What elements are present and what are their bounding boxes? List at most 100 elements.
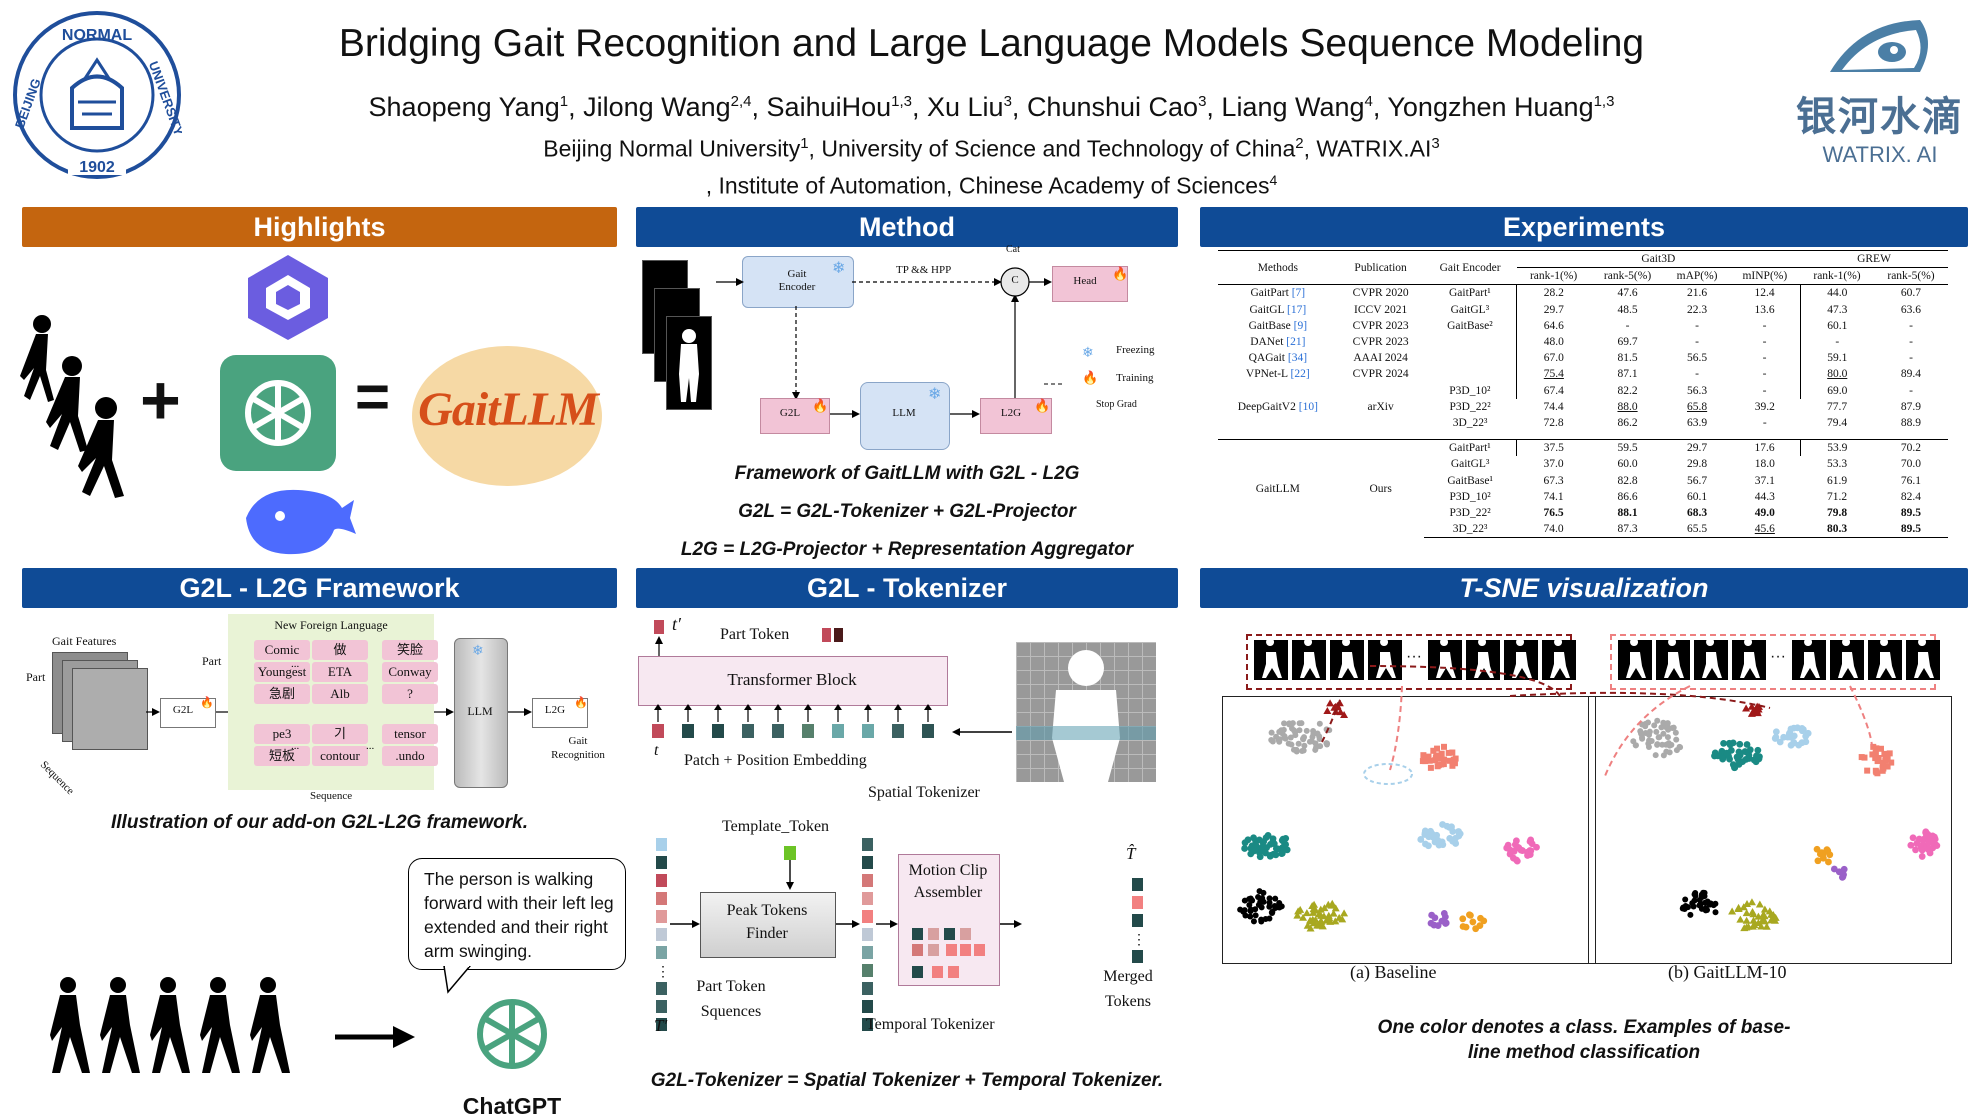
tsne-point [1664,734,1671,741]
part-token [862,928,873,941]
tsne-point [1242,912,1249,919]
table-cell: 63.6 [1900,303,1922,316]
table-cell: 3D_22³ [1423,521,1517,539]
tsne-point [1435,762,1442,769]
tsne-point [1630,738,1637,745]
tsne-point [1512,837,1520,845]
tsne-point [1268,737,1275,744]
token-cell: 笑脸 [382,640,438,660]
tsne-point [1754,746,1762,754]
table-cell: 63.9 [1687,416,1708,429]
equals-sign: = [355,363,391,430]
temporal-arrows [670,860,1022,928]
tsne-point [1877,745,1884,752]
table-cell: 89.5 [1900,506,1922,519]
tsne-point [1748,908,1757,916]
table-cell: 81.5 [1617,352,1638,365]
author-name: Shaopeng Yang [368,92,560,122]
frame-silhouette [1512,638,1532,678]
temporal-tokenizer-label: Temporal Tokenizer [866,1016,995,1033]
tsne-point [1311,906,1320,914]
tsne-point [1655,734,1662,741]
table-cell: GaitBase [9] [1248,319,1308,332]
tsne-point [1440,743,1447,750]
table-cell: - [1695,336,1699,349]
part-token [862,838,873,851]
tsne-point [1425,753,1432,760]
tsne-point [1432,757,1439,764]
table-cell: 60.1 [1827,319,1848,332]
tsne-point [1241,845,1249,852]
table-cell: 82.4 [1900,490,1922,503]
table-cell: CVPR 2023 [1352,319,1409,332]
patch-token [652,724,664,738]
table-cell: AAAI 2024 [1353,352,1408,365]
tsne-point [1417,836,1425,843]
method-caption-1: Framework of GaitLLM with G2L - L2G [734,463,1080,484]
part-mid-label: Part [202,654,222,668]
section-tokenizer: G2L - Tokenizer [636,568,1178,608]
walker-body [200,995,240,1073]
table-cell: 65.5 [1664,521,1730,539]
tsne-point [1830,865,1838,873]
deepseek-whale-icon [246,489,356,555]
table-cell: P3D_10² [1449,490,1491,503]
dashed-link [1321,699,1341,743]
method-caption-2: G2L = G2L-Tokenizer + G2L-Projector [738,501,1076,522]
tsne-point [1802,732,1810,740]
tsne-point [1874,758,1881,765]
table-cell: 89.4 [1900,368,1922,381]
transformer-label: Transformer Block [727,670,857,689]
motion-token [928,928,939,940]
tsne-point [1317,911,1326,919]
table-cell: - [1909,319,1913,332]
peak-finder-label: Peak Tokens Finder [726,902,808,942]
table-cell: 70.2 [1873,439,1948,457]
tsne-point [1313,921,1322,929]
tsne-point [1247,895,1254,902]
tsne-point [1293,911,1302,919]
tsne-point [1434,922,1442,929]
watrix-eye-icon [1830,20,1928,72]
table-cell: - [1909,352,1913,365]
tsne-point [1336,708,1345,716]
col-metric: rank-5(%) [1887,270,1935,283]
token-cell: 短板 [254,746,310,766]
l2g-box [532,698,588,728]
tsne-point [1295,740,1302,747]
tsne-point [1795,741,1803,749]
ellipsis-1: ... [291,658,300,670]
frame-silhouette [1914,638,1934,678]
speech-bubble-text: The person is walking forward with their… [424,869,614,961]
concat-c: C [1011,274,1019,286]
chatgpt-logo-icon [477,999,547,1069]
tsne-point [1256,888,1263,895]
head-label: Head [1073,275,1097,287]
tsne-point [1747,898,1756,906]
col-grew: GREW [1800,249,1948,269]
tsne-point [1293,748,1300,755]
table-cell: 88.9 [1900,416,1922,429]
patch-token [922,724,934,738]
frame-silhouette [1838,638,1858,678]
table-cell: 53.3 [1826,458,1848,471]
table-cell: P3D_10² [1423,382,1518,399]
patch-token [772,724,784,738]
tsne-point [1743,900,1752,908]
tsne-point [1446,757,1453,764]
tsne-point [1681,906,1688,913]
table-cell: 18.0 [1754,458,1775,471]
table-cell [1423,366,1518,383]
tsne-point [1922,828,1930,836]
tsne-point [1814,857,1822,865]
tsne-point [1316,905,1325,913]
tsne-point [1255,901,1262,908]
table-cell: - [1695,368,1699,381]
tsne-panel: ······ [1210,626,1960,986]
token-cell: ETA [312,662,368,682]
flame-icon: 🔥 [1034,398,1051,413]
